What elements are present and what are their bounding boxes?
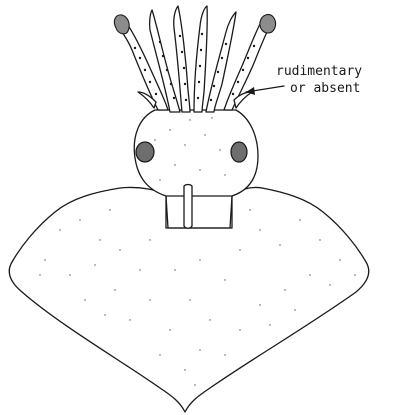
annotation-label-line1: rudimentary	[276, 63, 362, 80]
mantle-collar	[166, 196, 232, 228]
annotation-arrow	[246, 86, 284, 95]
squid-funnel	[184, 185, 192, 229]
right-eye	[231, 142, 247, 162]
left-eye	[136, 142, 154, 162]
squid-arms	[114, 6, 275, 112]
annotation-label-line2: or absent	[290, 80, 360, 97]
